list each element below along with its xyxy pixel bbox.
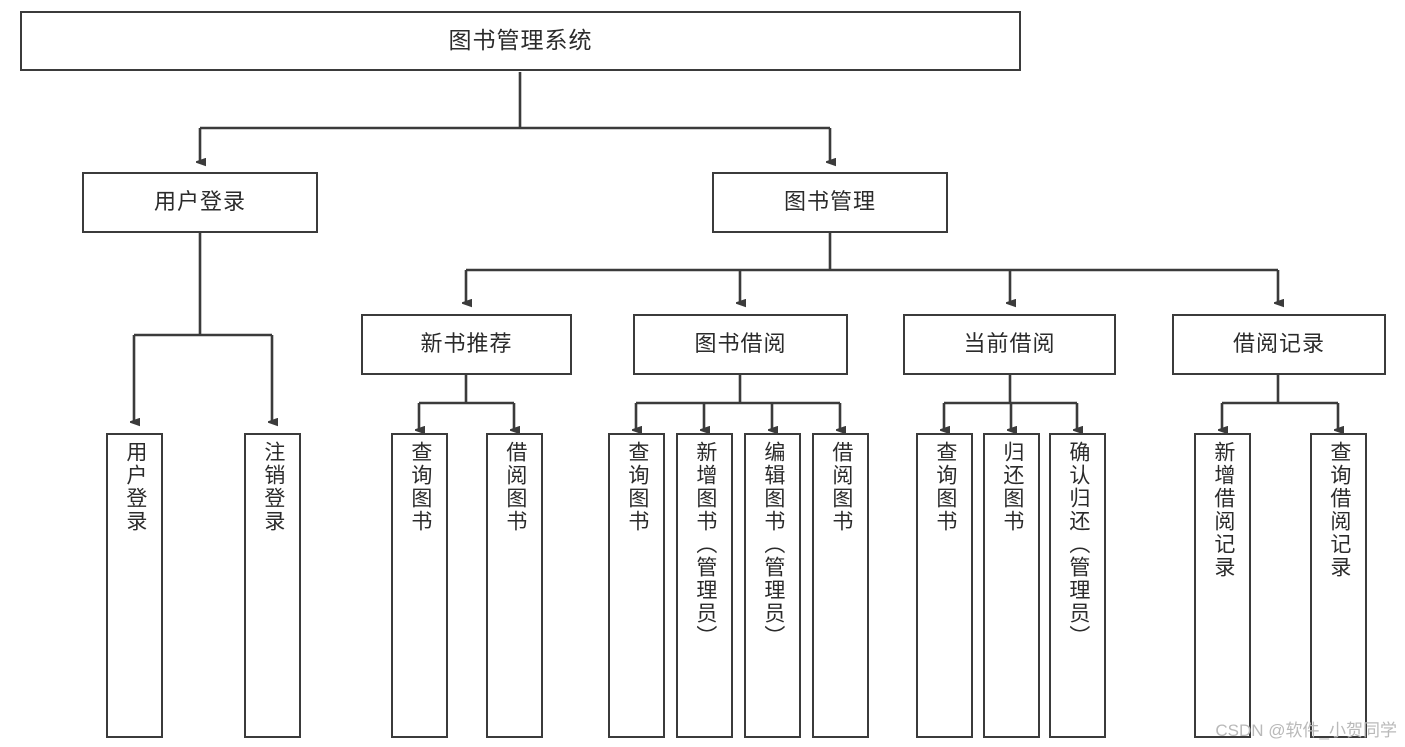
leaf-new-book-query[interactable]: 查询图书 <box>391 433 448 738</box>
leaf-current-borrow-return-label: 归还图书 <box>1000 441 1024 533</box>
node-current-borrow-label: 当前借阅 <box>963 331 1056 357</box>
node-book-management-label: 图书管理 <box>783 189 876 215</box>
node-book-management[interactable]: 图书管理 <box>712 172 948 233</box>
node-new-book-recommend[interactable]: 新书推荐 <box>361 314 572 375</box>
leaf-new-book-borrow-label: 借阅图书 <box>503 441 527 533</box>
node-borrow-records-label: 借阅记录 <box>1232 331 1325 357</box>
node-current-borrow[interactable]: 当前借阅 <box>903 314 1116 375</box>
leaf-new-book-borrow[interactable]: 借阅图书 <box>486 433 543 738</box>
leaf-book-borrow-edit[interactable]: 编辑图书（管理员） <box>744 433 801 738</box>
leaf-book-borrow-borrow-label: 借阅图书 <box>829 441 853 533</box>
leaf-borrow-records-query-label: 查询借阅记录 <box>1327 441 1351 579</box>
node-new-book-recommend-label: 新书推荐 <box>420 331 513 357</box>
leaf-current-borrow-query[interactable]: 查询图书 <box>916 433 973 738</box>
leaf-current-borrow-query-label: 查询图书 <box>933 441 957 533</box>
leaf-book-borrow-borrow[interactable]: 借阅图书 <box>812 433 869 738</box>
node-book-borrow-label: 图书借阅 <box>694 331 787 357</box>
node-user-login-label: 用户登录 <box>153 189 246 215</box>
leaf-book-borrow-query[interactable]: 查询图书 <box>608 433 665 738</box>
leaf-book-borrow-add-label: 新增图书（管理员） <box>693 441 717 648</box>
csdn-watermark: CSDN @软件_小贺同学 <box>1215 721 1397 740</box>
leaf-borrow-records-add[interactable]: 新增借阅记录 <box>1194 433 1251 738</box>
node-user-login[interactable]: 用户登录 <box>82 172 318 233</box>
leaf-user-login-login-label: 用户登录 <box>123 441 147 533</box>
node-book-borrow[interactable]: 图书借阅 <box>633 314 848 375</box>
leaf-user-login-logout-label: 注销登录 <box>261 441 285 533</box>
leaf-user-login-logout[interactable]: 注销登录 <box>244 433 301 738</box>
node-borrow-records[interactable]: 借阅记录 <box>1172 314 1386 375</box>
node-root-label: 图书管理系统 <box>448 27 593 54</box>
leaf-current-borrow-return[interactable]: 归还图书 <box>983 433 1040 738</box>
leaf-borrow-records-query[interactable]: 查询借阅记录 <box>1310 433 1367 738</box>
leaf-new-book-query-label: 查询图书 <box>408 441 432 533</box>
leaf-current-borrow-confirm-return[interactable]: 确认归还（管理员） <box>1049 433 1106 738</box>
leaf-book-borrow-edit-label: 编辑图书（管理员） <box>761 441 785 648</box>
node-root-book-management-system[interactable]: 图书管理系统 <box>20 11 1021 71</box>
leaf-book-borrow-add[interactable]: 新增图书（管理员） <box>676 433 733 738</box>
leaf-book-borrow-query-label: 查询图书 <box>625 441 649 533</box>
leaf-borrow-records-add-label: 新增借阅记录 <box>1211 441 1235 579</box>
leaf-user-login-login[interactable]: 用户登录 <box>106 433 163 738</box>
leaf-current-borrow-confirm-return-label: 确认归还（管理员） <box>1066 441 1090 648</box>
